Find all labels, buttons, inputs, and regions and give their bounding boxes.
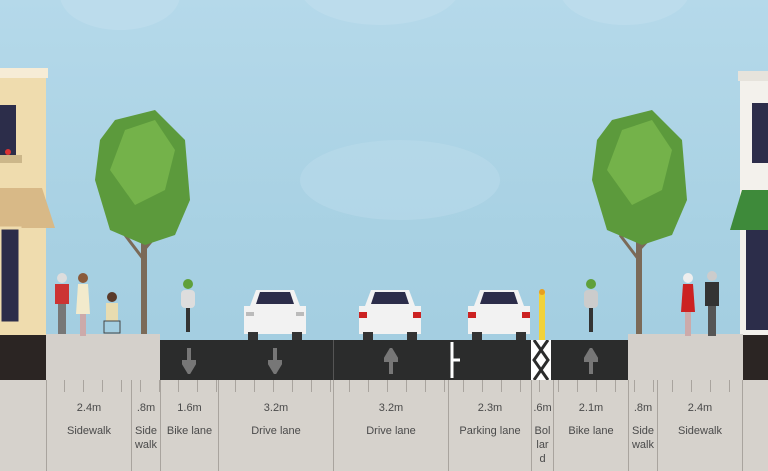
tree xyxy=(95,110,190,335)
arrow-down-icon xyxy=(268,348,282,374)
segment-name: Drive lane xyxy=(251,425,301,437)
segment-width: .8m xyxy=(633,402,653,414)
arrow-down-icon xyxy=(182,348,196,374)
segment-name: Drive lane xyxy=(366,425,416,437)
segment-name: Sidewalk xyxy=(134,425,158,451)
segment-width: 3.2m xyxy=(378,402,404,414)
sidewalk-left xyxy=(46,334,160,380)
cyclist xyxy=(181,279,195,332)
segment-name: Sidewalk xyxy=(631,425,655,451)
cloud xyxy=(300,0,460,25)
sidewalk-right xyxy=(628,334,743,380)
segment-width: .6m xyxy=(533,402,552,414)
segment-name: Bike lane xyxy=(568,425,614,437)
segment-width: 2.4m xyxy=(76,402,102,414)
car xyxy=(359,290,421,340)
segment-width: 2.3m xyxy=(477,402,503,414)
pedestrians xyxy=(681,271,719,336)
segment-name: Parking lane xyxy=(459,425,521,437)
street-scene xyxy=(0,0,768,380)
bollard xyxy=(539,289,545,340)
segment-name: Bollard xyxy=(534,425,551,465)
tree xyxy=(592,110,687,335)
pedestrians xyxy=(55,273,121,336)
right-building xyxy=(730,71,768,380)
segment-width: 1.6m xyxy=(177,402,202,414)
parked-car xyxy=(468,290,530,340)
segment-width: 2.4m xyxy=(687,402,713,414)
arrow-up-icon xyxy=(584,348,598,374)
cyclist xyxy=(584,279,598,332)
cloud xyxy=(60,0,180,30)
segment-name: Bike lane xyxy=(166,425,213,437)
cloud xyxy=(300,140,500,220)
segment-width: 2.1m xyxy=(578,402,604,414)
segment-width: .8m xyxy=(136,402,156,414)
cloud xyxy=(560,0,690,25)
lane-markings xyxy=(450,340,551,380)
car xyxy=(244,290,306,340)
segment-name: Sidewalk xyxy=(677,425,723,437)
left-building xyxy=(0,68,55,380)
arrow-up-icon xyxy=(384,348,398,374)
segment-name: Sidewalk xyxy=(66,425,112,437)
ruler-ticks xyxy=(46,380,743,392)
segment-width: 3.2m xyxy=(263,402,289,414)
center-line xyxy=(333,340,334,380)
